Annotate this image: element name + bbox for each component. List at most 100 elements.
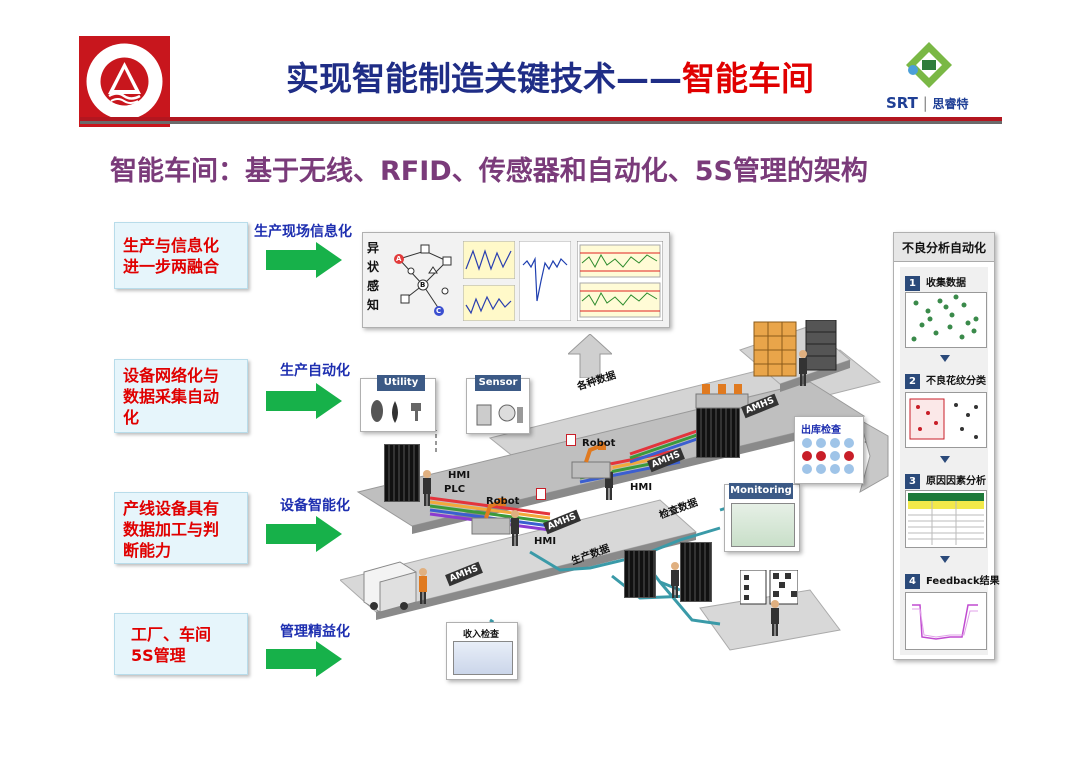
robot-label-2: Robot: [582, 438, 616, 449]
sensor-title: Sensor: [475, 375, 521, 391]
mini-chart-icon: [463, 241, 515, 279]
left-box-networking: 设备网络化与 数据采集自动 化: [114, 359, 248, 433]
step-down-arrow-icon: [940, 556, 950, 563]
outbound-check-panel: 出库检查: [794, 416, 864, 484]
anomaly-label: 异 状 感 知: [367, 239, 381, 315]
arrow-label-intelligence: 设备智能化: [280, 498, 350, 514]
srt-logo: SRT | 思睿特: [884, 40, 974, 116]
robot-arm-icon: [571, 442, 611, 479]
anomaly-char: 感: [367, 279, 380, 293]
sensor-panel: Sensor: [466, 375, 530, 434]
pattern-thumbnail-icon: [905, 392, 987, 448]
page-title-highlight: 智能车间: [682, 59, 814, 98]
hmi-label-3: HMI: [630, 482, 653, 493]
left-box-line: 数据加工与判: [123, 520, 220, 539]
outbound-check-title: 出库检查: [801, 425, 841, 436]
monitoring-screen: [731, 503, 795, 547]
arrow-label-lean: 管理精益化: [280, 624, 350, 640]
page-title-main: 实现智能制造关键技术——: [286, 59, 682, 98]
left-box-line: 化: [123, 408, 140, 427]
university-seal-icon: [86, 43, 163, 120]
arrow-label-automation: 生产自动化: [280, 363, 350, 379]
monitoring-title: Monitoring: [729, 483, 793, 499]
server-rack: [696, 406, 740, 458]
robot-label-1: Robot: [486, 496, 520, 507]
control-chart-icon: [577, 241, 663, 321]
left-box-line: 设备网络化与: [123, 366, 220, 385]
arrow-right-icon: [266, 516, 342, 552]
truck-icon: [363, 561, 417, 613]
plc-label: PLC: [444, 484, 466, 495]
srt-brand-cn: 思睿特: [932, 97, 969, 111]
step-defect-pattern: 2 不良花纹分类: [905, 372, 986, 389]
left-box-line: 断能力: [123, 541, 172, 560]
server-rack: [680, 542, 712, 602]
left-box-5s: 工厂、车间 5S管理: [114, 613, 248, 675]
left-box-line: 5S管理: [131, 646, 186, 665]
step-down-arrow-icon: [940, 456, 950, 463]
arrow-right-icon: [266, 242, 342, 278]
srt-diamond-icon: [906, 42, 952, 88]
time-series-chart-icon: [519, 241, 571, 321]
robot-arm-icon: [471, 498, 511, 535]
checklist-icon: [740, 570, 798, 605]
defect-analysis-title: 不良分析自动化: [902, 241, 987, 255]
hmi-label-2: HMI: [534, 536, 557, 547]
step-label: 原因因素分析: [926, 476, 986, 487]
server-rack: [624, 550, 656, 598]
feedback-chart-thumbnail-icon: [905, 592, 987, 650]
left-box-integration: 生产与信息化 进一步两融合: [114, 222, 248, 289]
anomaly-char: 异: [367, 241, 380, 255]
factory-diagram: Utility Sensor Monitoring: [340, 320, 900, 680]
page-title: 实现智能制造关键技术——智能车间: [200, 52, 900, 100]
hmi-label-1: HMI: [448, 470, 471, 481]
anomaly-char: 知: [367, 298, 380, 312]
step-number: 3: [905, 474, 920, 489]
inbound-check-title: 收入检查: [463, 630, 500, 640]
step-cause-analysis: 3 原因因素分析: [905, 472, 986, 489]
step-label: Feedback结果: [926, 576, 1000, 587]
worker-icon: [799, 350, 807, 386]
step-label: 收集数据: [926, 278, 966, 289]
scatter-thumbnail-icon: [905, 292, 987, 348]
sensor-icons: [476, 404, 523, 426]
server-rack: [384, 444, 420, 502]
srt-brand-text: SRT: [886, 94, 918, 112]
left-box-line: 产线设备具有: [123, 499, 220, 518]
defect-analysis-title-bar: [894, 233, 994, 262]
header-divider: [80, 117, 1002, 124]
left-box-intelligence: 产线设备具有 数据加工与判 断能力: [114, 492, 248, 564]
arrow-right-icon: [266, 383, 342, 419]
utility-title: Utility: [377, 375, 425, 391]
step-number: 2: [905, 374, 920, 389]
utility-icons: [371, 400, 421, 423]
inbound-check-screen: [453, 641, 513, 675]
left-box-line: 工厂、车间: [131, 625, 212, 644]
arrow-right-icon: [266, 641, 342, 677]
left-box-line: 数据采集自动: [123, 387, 220, 406]
robot-arm-icon: [695, 384, 749, 409]
arrow-up-icon: [568, 334, 612, 378]
subtitle: 智能车间：基于无线、RFID、传感器和自动化、5S管理的架构: [110, 156, 868, 187]
inbound-check-panel: 收入检查: [446, 622, 518, 680]
step-down-arrow-icon: [940, 355, 950, 362]
worker-icon: [419, 568, 427, 604]
mini-chart-icon: [463, 285, 515, 321]
university-logo: [79, 36, 170, 127]
arrow-label-field-informatization: 生产现场信息化: [254, 224, 352, 240]
node-label-c: C: [436, 307, 442, 315]
table-thumbnail-icon: [905, 490, 987, 548]
utility-panel: Utility: [360, 375, 436, 432]
rfid-tag-icon: [536, 488, 546, 500]
monitoring-panel: Monitoring: [724, 483, 800, 552]
node-label-b: B: [420, 281, 426, 289]
node-label-a: A: [396, 255, 402, 263]
rfid-tag-icon: [566, 434, 576, 446]
worker-icon: [671, 562, 679, 598]
worker-icon: [771, 600, 779, 636]
worker-icon: [511, 510, 519, 546]
network-graph-icon: [394, 244, 452, 316]
left-box-line: 生产与信息化: [123, 236, 220, 255]
step-label: 不良花纹分类: [926, 376, 986, 387]
